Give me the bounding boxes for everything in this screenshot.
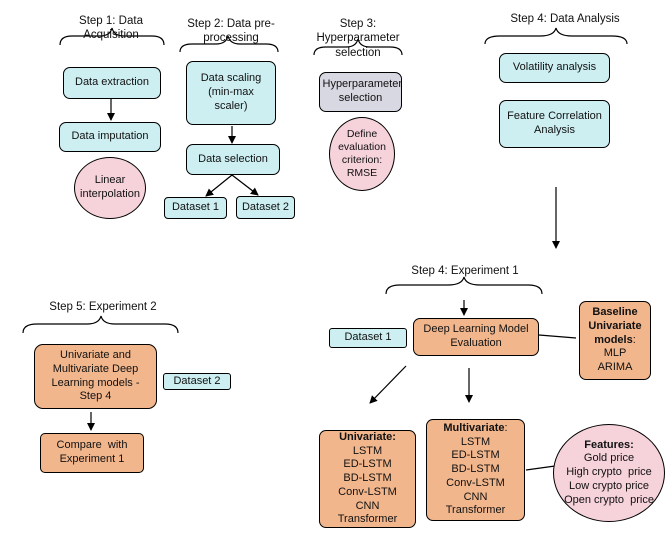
baseline-title-bold: Baseline Univariate models bbox=[588, 306, 642, 346]
volatility-analysis-box: Volatility analysis bbox=[499, 53, 610, 83]
univariate-box: Univariate: LSTM ED-LSTM BD-LSTM Conv-LS… bbox=[319, 430, 416, 528]
connector-multivariate-features bbox=[525, 465, 556, 471]
feature-item: Gold price bbox=[583, 452, 635, 465]
deep-learning-eval-box: Deep Learning Model Evaluation bbox=[413, 318, 539, 356]
data-scaling-text: Data scaling (min-max scaler) bbox=[200, 72, 262, 112]
data-selection-text: Data selection bbox=[198, 152, 268, 165]
data-scaling-box: Data scaling (min-max scaler) bbox=[186, 61, 276, 125]
dataset2-exp-box: Dataset 2 bbox=[163, 373, 231, 390]
feature-item: Open crypto price bbox=[564, 493, 654, 506]
exp2-models-box: Univariate and Multivariate Deep Learnin… bbox=[34, 344, 157, 409]
volatility-analysis-text: Volatility analysis bbox=[512, 61, 597, 74]
dataset2-pre-text: Dataset 2 bbox=[241, 200, 290, 213]
evaluation-criterion-circle: Define evaluation criterion: RMSE bbox=[329, 117, 395, 191]
features-circle: Features: Gold price High crypto price L… bbox=[553, 424, 665, 522]
univariate-model-item: CNN bbox=[355, 499, 380, 512]
arrow-selection-dataset2 bbox=[231, 174, 259, 196]
data-imputation-box: Data imputation bbox=[59, 122, 161, 152]
dataset1-exp-text: Dataset 1 bbox=[344, 331, 392, 344]
data-extraction-box: Data extraction bbox=[63, 67, 161, 99]
features-title: Features: bbox=[584, 438, 634, 451]
hyperparameter-selection-box: Hyperparameter selection bbox=[319, 72, 402, 112]
dataset2-pre-box: Dataset 2 bbox=[236, 196, 295, 219]
univariate-model-item: Conv-LSTM bbox=[338, 485, 397, 498]
deep-learning-eval-text: Deep Learning Model Evaluation bbox=[423, 323, 529, 349]
evaluation-criterion-text: Define evaluation criterion: RMSE bbox=[338, 127, 386, 180]
feature-item: High crypto price bbox=[566, 466, 652, 479]
dataset1-pre-box: Dataset 1 bbox=[164, 197, 227, 219]
brace-step1 bbox=[59, 27, 165, 46]
step2-label: Step 2: Data pre-processing bbox=[187, 18, 275, 45]
brace-step2 bbox=[179, 35, 279, 53]
step4-analysis-label: Step 4: Data Analysis bbox=[510, 13, 620, 25]
univariate-title: Univariate: bbox=[339, 430, 396, 443]
data-extraction-text: Data extraction bbox=[75, 76, 149, 89]
brace-step3 bbox=[313, 38, 403, 56]
multivariate-title-bold: Multivariate bbox=[443, 421, 505, 434]
arrow-eval-univariate bbox=[369, 365, 407, 404]
baseline-model-item: ARIMA bbox=[597, 361, 633, 374]
step5-label: Step 5: Experiment 2 bbox=[49, 301, 157, 313]
hyperparameter-selection-text: Hyperparameter selection bbox=[322, 78, 402, 104]
brace-step4-analysis bbox=[484, 27, 628, 45]
baseline-models-box: Baseline Univariate models: MLP ARIMA bbox=[579, 301, 651, 380]
multivariate-title: Multivariate: bbox=[443, 422, 507, 436]
baseline-title: Baseline Univariate models: bbox=[583, 306, 647, 347]
compare-text: Compare with Experiment 1 bbox=[56, 439, 131, 465]
multivariate-model-item: Transformer bbox=[445, 504, 506, 517]
linear-interpolation-text: Linear interpolation bbox=[80, 174, 140, 200]
multivariate-model-item: Conv-LSTM bbox=[446, 476, 505, 489]
baseline-model-item: MLP bbox=[603, 347, 627, 360]
data-imputation-text: Data imputation bbox=[71, 130, 149, 143]
univariate-model-item: Transformer bbox=[337, 513, 398, 526]
step4-experiment-label: Step 4: Experiment 1 bbox=[411, 265, 519, 277]
brace-step4-experiment bbox=[385, 276, 543, 295]
baseline-title-colon: : bbox=[632, 333, 636, 346]
univariate-model-item: ED-LSTM bbox=[343, 458, 392, 471]
step3-label: Step 3: Hyperparameter selection bbox=[316, 18, 400, 59]
multivariate-title-colon: : bbox=[504, 421, 508, 434]
univariate-model-item: BD-LSTM bbox=[343, 472, 392, 485]
multivariate-box: Multivariate: LSTM ED-LSTM BD-LSTM Conv-… bbox=[426, 419, 525, 521]
step1-label: Step 1: Data Acquisition bbox=[79, 15, 143, 42]
multivariate-model-item: LSTM bbox=[460, 435, 491, 448]
multivariate-model-item: BD-LSTM bbox=[451, 463, 500, 476]
compare-box: Compare with Experiment 1 bbox=[40, 433, 144, 473]
feature-correlation-text: Feature Correlation Analysis bbox=[507, 110, 602, 136]
dataset1-exp-box: Dataset 1 bbox=[329, 328, 407, 348]
multivariate-model-item: ED-LSTM bbox=[451, 449, 500, 462]
dataset2-exp-text: Dataset 2 bbox=[173, 374, 221, 387]
connector-eval-baseline bbox=[538, 334, 577, 339]
linear-interpolation-circle: Linear interpolation bbox=[74, 157, 146, 219]
dataset1-pre-text: Dataset 1 bbox=[171, 201, 220, 214]
univariate-model-item: LSTM bbox=[352, 444, 383, 457]
brace-step5 bbox=[22, 315, 179, 334]
exp2-models-text: Univariate and Multivariate Deep Learnin… bbox=[51, 349, 140, 403]
data-selection-box: Data selection bbox=[186, 144, 280, 175]
arrow-selection-dataset1 bbox=[205, 174, 233, 197]
multivariate-model-item: CNN bbox=[463, 490, 488, 503]
feature-item: Low crypto price bbox=[568, 479, 650, 492]
feature-correlation-box: Feature Correlation Analysis bbox=[499, 100, 610, 148]
